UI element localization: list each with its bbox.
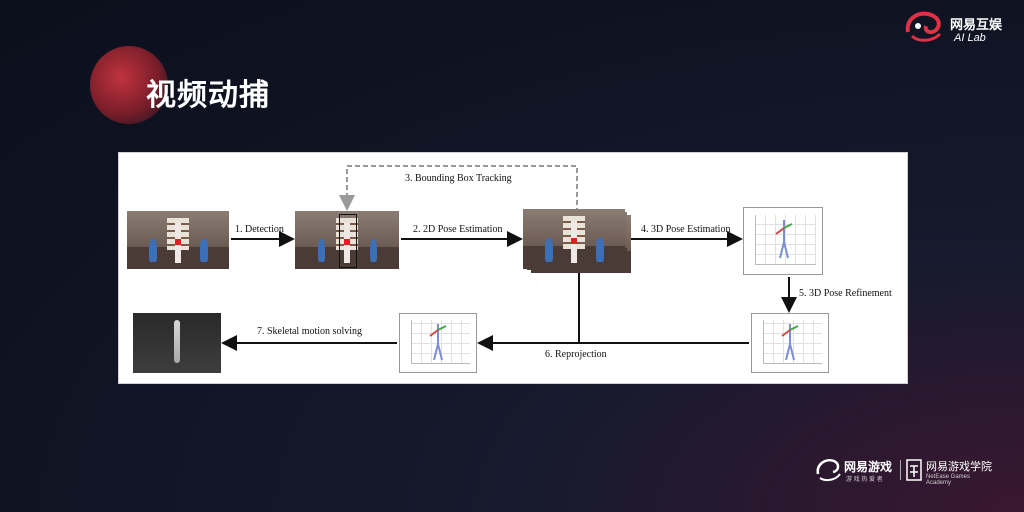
pipeline-diagram: 1. Detection 2. 2D Pose Estimation 3. Bo…	[118, 152, 908, 384]
pose2d-frame-image	[523, 209, 625, 269]
brand-name: 网易互娱	[950, 18, 1003, 33]
bounding-box	[338, 214, 358, 268]
label-pose2d: 2. 2D Pose Estimation	[413, 224, 503, 235]
label-refinement: 5. 3D Pose Refinement	[799, 288, 892, 299]
page-title: 视频动捕	[146, 78, 270, 113]
arrow-bbox-tracking	[339, 165, 578, 213]
pose3d-plot-image	[743, 207, 823, 275]
refined-pose-plot-image	[751, 313, 829, 373]
reprojection-plot-image	[399, 313, 477, 373]
games-sub: 游 戏 热 爱 者	[846, 477, 883, 483]
label-reprojection: 6. Reprojection	[545, 349, 607, 360]
footer-divider	[900, 460, 901, 480]
academy-name: 网易游戏学院	[926, 460, 992, 473]
skeleton-icon	[775, 220, 793, 259]
label-skeletal: 7. Skeletal motion solving	[257, 326, 362, 337]
games-name: 网易游戏	[844, 460, 893, 474]
brand-sub: AI Lab	[954, 32, 986, 44]
label-detection: 1. Detection	[235, 224, 284, 235]
title-decoration	[90, 46, 168, 124]
refined-skeleton-icon	[781, 324, 799, 361]
detection-frame-image	[295, 211, 399, 269]
dragon-logo-icon	[905, 11, 942, 42]
input-frame-image	[127, 211, 229, 269]
label-bbox-tracking: 3. Bounding Box Tracking	[405, 173, 512, 184]
diagram-arrows	[221, 165, 797, 351]
footer-logos: 网易游戏 游 戏 热 爱 者 网易游戏学院 NetEase Games Acad…	[814, 456, 994, 486]
skeletal-render-image	[133, 313, 221, 373]
academy-sub: NetEase Games Academy	[926, 474, 971, 486]
reprojected-skeleton-icon	[429, 324, 447, 361]
netease-games-logo-icon	[816, 459, 841, 482]
academy-seal-icon	[906, 459, 922, 481]
netease-ai-lab-logo: 网易互娱 AI Lab	[902, 6, 1012, 46]
label-pose3d: 4. 3D Pose Estimation	[641, 224, 731, 235]
